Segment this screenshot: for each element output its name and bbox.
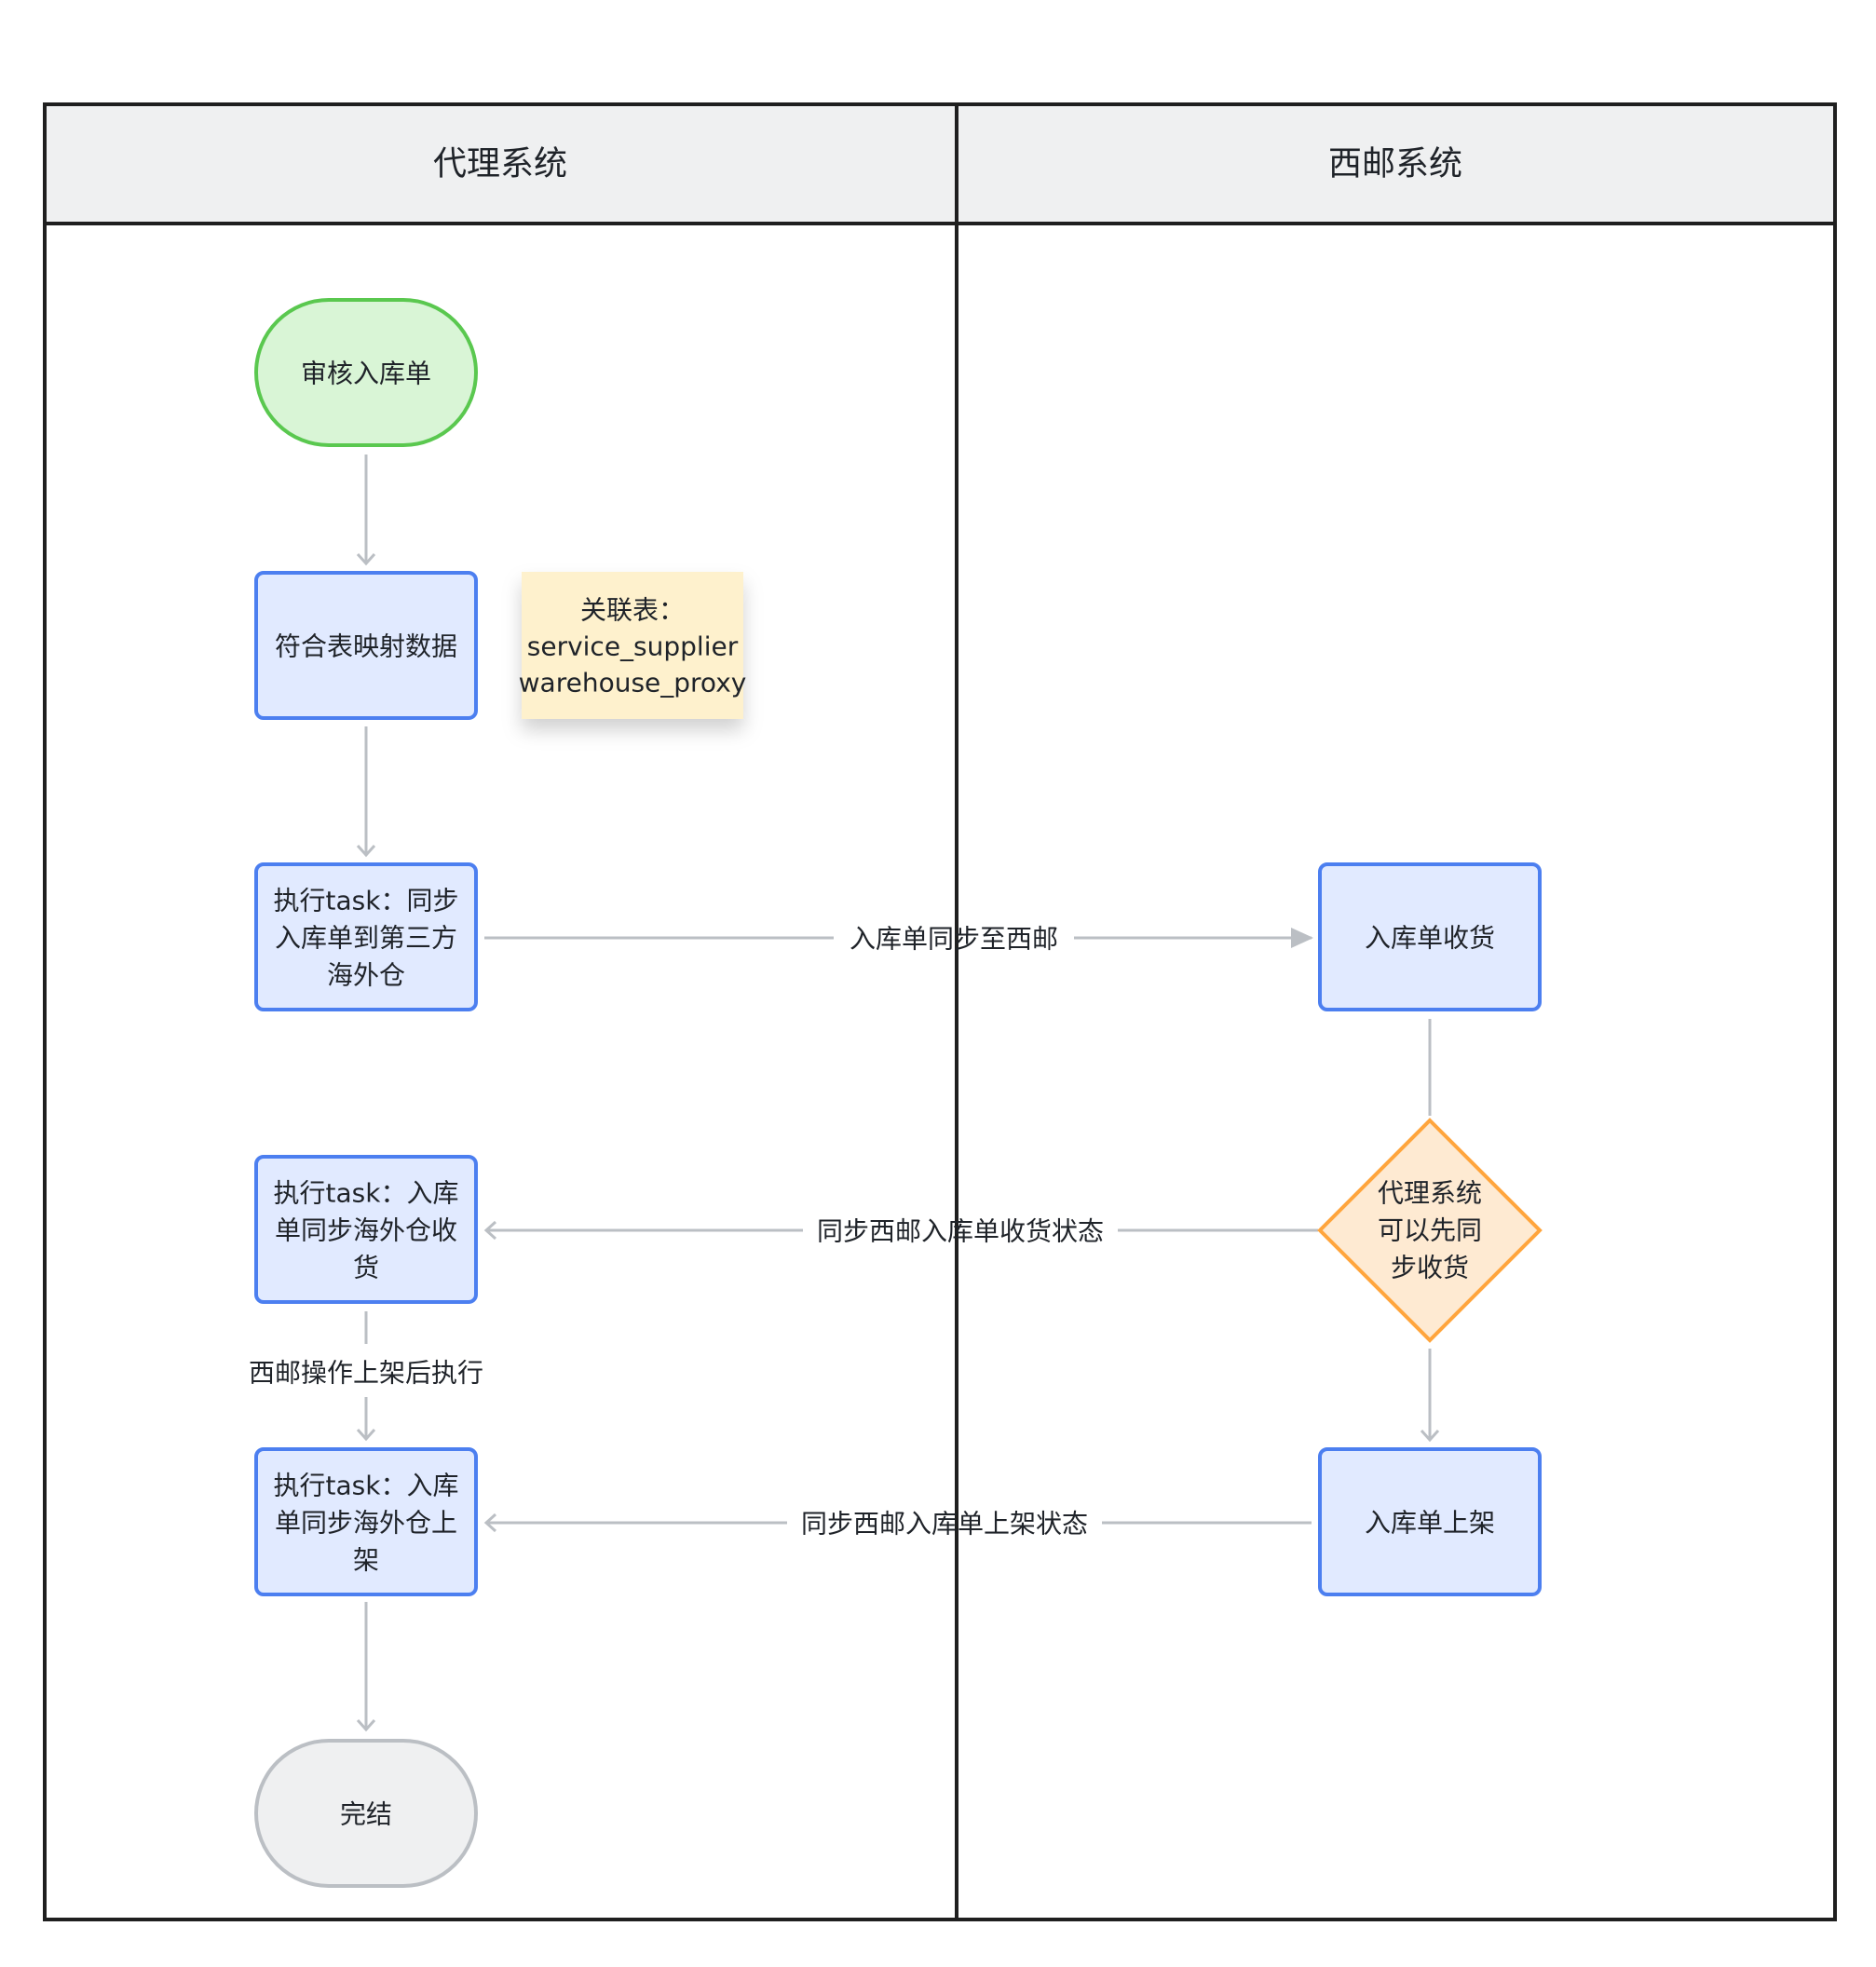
lane-title-agent-system: 代理系统 <box>433 145 567 183</box>
swimlane-frame: 代理系统 西邮系统 <box>43 102 1837 1921</box>
shelve-label: 入库单上架 <box>1365 1508 1495 1539</box>
end-terminal <box>254 1739 478 1888</box>
decision-line-2: 可以先同 <box>1378 1215 1482 1246</box>
decision-line-1: 代理系统 <box>1378 1178 1482 1209</box>
sync-task-line-1: 执行task：同步 <box>274 886 459 916</box>
sync-shelve-line-3: 架 <box>353 1545 379 1576</box>
edge-label-shelve-status: 同步西邮入库单上架状态 <box>801 1509 1088 1540</box>
sync-receive-line-3: 货 <box>353 1253 379 1283</box>
lane-header-background <box>45 104 1835 224</box>
start-label: 审核入库单 <box>301 359 431 389</box>
decision-line-3: 步收货 <box>1391 1253 1469 1283</box>
sync-receive-line-2: 单同步海外仓收 <box>275 1215 457 1246</box>
start-terminal <box>254 298 478 447</box>
sync-task-line-3: 海外仓 <box>327 960 405 991</box>
sync-receive-line-1: 执行task：入库 <box>274 1178 459 1209</box>
map-data-label: 符合表映射数据 <box>275 631 457 662</box>
shelve-process <box>1318 1447 1542 1596</box>
note-line-1: 关联表： <box>580 595 685 626</box>
sync-shelve-line-2: 单同步海外仓上 <box>275 1508 457 1539</box>
relation-table-note <box>522 572 743 719</box>
edge-label-receive-status: 同步西邮入库单收货状态 <box>817 1216 1104 1247</box>
edge-label-after-shelve: 西邮操作上架后执行 <box>249 1358 483 1389</box>
receive-label: 入库单收货 <box>1365 923 1495 954</box>
sync-shelve-line-1: 执行task：入库 <box>274 1471 459 1501</box>
sync-task-line-2: 入库单到第三方 <box>275 923 457 954</box>
decision-diamond <box>1317 1118 1543 1343</box>
sync-shelve-task-process <box>254 1447 478 1596</box>
nodes: 审核入库单 符合表映射数据 关联表： service_supplier ware… <box>254 298 1543 1888</box>
sync-receive-task-process <box>254 1155 478 1304</box>
note-line-3: warehouse_proxy <box>519 668 747 699</box>
note-line-2: service_supplier <box>527 631 739 662</box>
sync-task-process <box>254 862 478 1011</box>
receive-process <box>1318 862 1542 1011</box>
lane-title-xiyou-system: 西邮系统 <box>1328 145 1462 183</box>
end-label: 完结 <box>340 1799 392 1830</box>
swimlane-border <box>43 102 1837 1921</box>
edge-label-sync-to-xiyou: 入库单同步至西邮 <box>850 924 1058 955</box>
map-data-process <box>254 571 478 720</box>
connectors: 入库单同步至西邮 同步西邮入库单收货状态 西邮操作上架后执行 同步西邮入库单上架… <box>249 454 1440 1732</box>
